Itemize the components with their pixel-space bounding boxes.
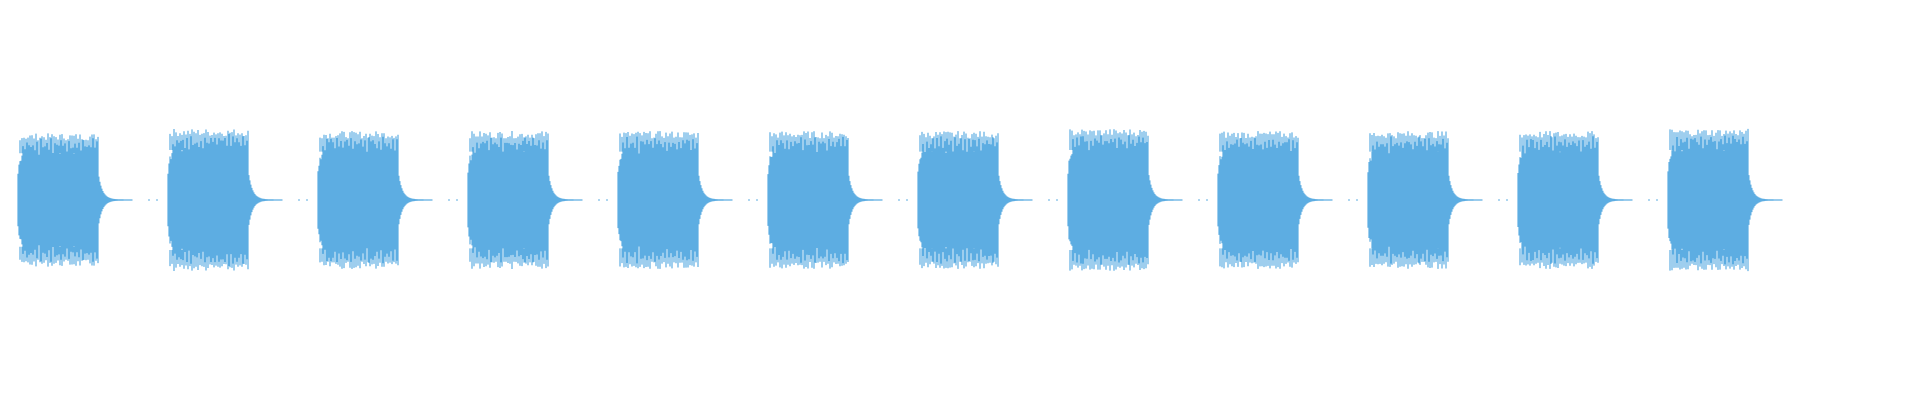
waveform-burst-body (17, 133, 99, 267)
waveform-burst (1198, 131, 1333, 269)
waveform-burst-body (317, 131, 399, 269)
waveform-burst (448, 131, 583, 269)
waveform-burst-body (167, 129, 249, 271)
waveform-burst-tail (697, 169, 733, 231)
waveform-burst-body (1067, 129, 1149, 271)
waveform-burst-tail (247, 168, 283, 232)
waveform-burst-tail (1447, 169, 1483, 231)
waveform-burst-body (467, 131, 549, 269)
waveform-burst-body (767, 131, 849, 269)
waveform-burst (1348, 131, 1483, 269)
waveform-burst-tail (397, 169, 433, 231)
waveform-burst (1048, 129, 1183, 271)
waveform-burst (1648, 128, 1783, 272)
waveform-burst-tail (847, 169, 883, 231)
waveform-burst (748, 131, 883, 269)
waveform-burst-tail (1297, 169, 1333, 231)
waveform-bursts (17, 128, 1783, 272)
waveform-burst (598, 131, 733, 269)
waveform-burst-tail (1597, 169, 1633, 231)
waveform-burst (898, 131, 1033, 269)
waveform-burst (298, 131, 433, 269)
waveform-burst-body (1517, 131, 1599, 269)
waveform-burst-body (1667, 128, 1749, 272)
waveform-burst-tail (97, 170, 133, 230)
waveform-burst-tail (547, 169, 583, 231)
waveform-burst (1498, 131, 1633, 269)
waveform-burst-body (1367, 131, 1449, 269)
waveform-burst (17, 133, 133, 267)
waveform-burst-body (1217, 131, 1299, 269)
waveform-burst-tail (1747, 168, 1783, 232)
waveform-burst-tail (997, 169, 1033, 231)
waveform-burst-body (917, 131, 999, 269)
waveform-burst-tail (1147, 168, 1183, 232)
waveform-burst (148, 129, 283, 271)
waveform-burst-body (617, 131, 699, 269)
